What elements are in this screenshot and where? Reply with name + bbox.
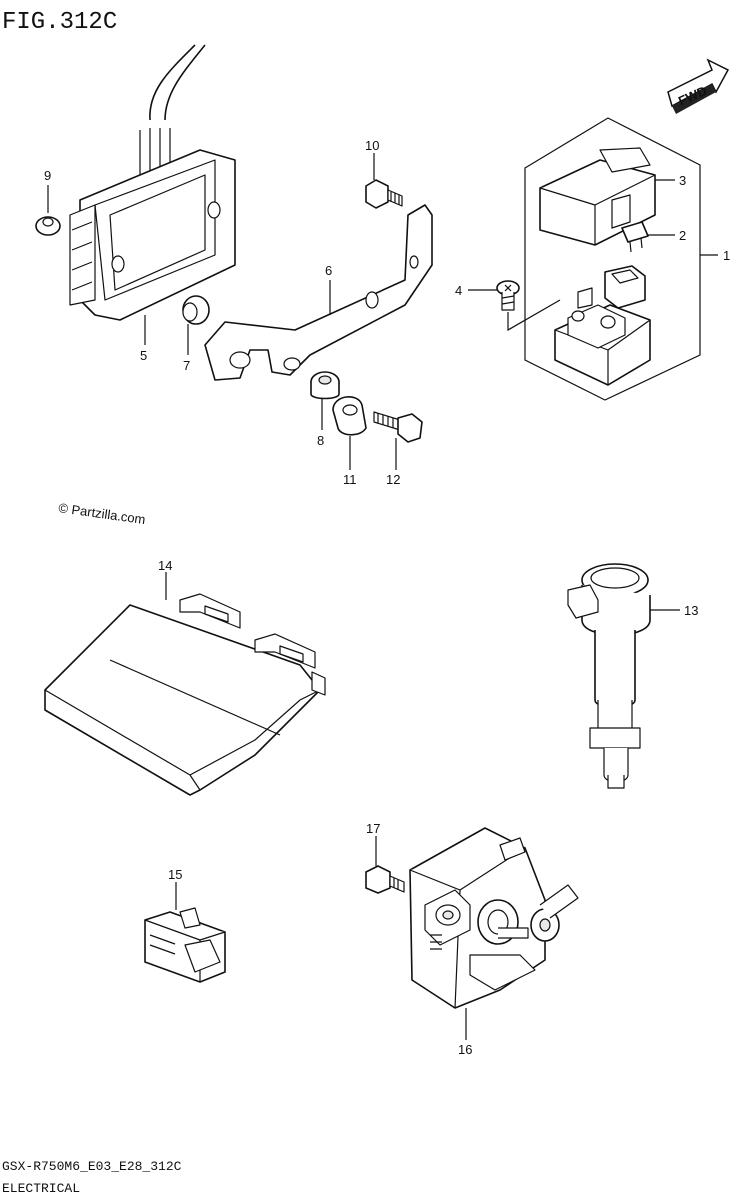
callout-9: 9 — [44, 168, 51, 183]
watermark: © Partzilla.com — [58, 500, 147, 527]
callout-1: 1 — [723, 248, 730, 263]
ecm[interactable] — [44, 593, 326, 796]
callout-4: 4 — [455, 283, 462, 298]
callout-3: 3 — [679, 173, 686, 188]
callout-6: 6 — [325, 263, 332, 278]
callout-10: 10 — [365, 138, 379, 153]
callout-5: 5 — [140, 348, 147, 363]
callout-16: 16 — [458, 1042, 472, 1057]
sensor[interactable] — [144, 907, 226, 983]
bolt-12[interactable] — [373, 411, 423, 443]
bolt-10[interactable] — [365, 179, 403, 209]
screw[interactable] — [496, 280, 520, 311]
relay-cover[interactable] — [539, 147, 656, 246]
callout-11: 11 — [343, 472, 357, 487]
grommet[interactable] — [182, 295, 210, 325]
callout-8: 8 — [317, 433, 324, 448]
model-code: GSX-R750M6_E03_E28_312C — [2, 1159, 182, 1174]
callout-7: 7 — [183, 358, 190, 373]
section-name: ELECTRICAL — [2, 1181, 80, 1196]
callout-15: 15 — [168, 867, 182, 882]
switch-unit[interactable] — [409, 827, 579, 1009]
ignition-coil[interactable] — [567, 563, 651, 789]
callout-13: 13 — [684, 603, 698, 618]
starter-relay[interactable] — [554, 265, 651, 386]
starter-relay-group-box — [524, 117, 701, 401]
clamp[interactable] — [332, 396, 367, 436]
bracket[interactable] — [204, 204, 433, 381]
callout-14: 14 — [158, 558, 172, 573]
callout-2: 2 — [679, 228, 686, 243]
cushion[interactable] — [310, 371, 340, 400]
nut[interactable] — [35, 216, 61, 236]
callout-12: 12 — [386, 472, 400, 487]
screw-17[interactable] — [365, 865, 405, 894]
regulator-rectifier[interactable] — [69, 44, 236, 321]
fuse[interactable] — [621, 221, 649, 253]
fwd-arrow-icon: FWD — [667, 58, 730, 114]
callout-17: 17 — [366, 821, 380, 836]
figure-title: FIG.312C — [2, 9, 117, 36]
